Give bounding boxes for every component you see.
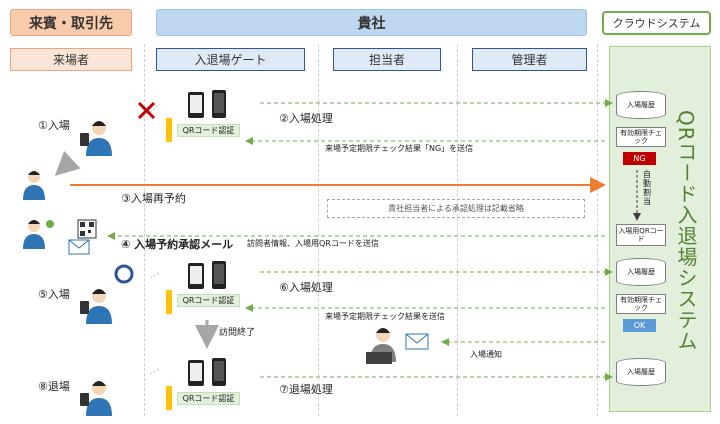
step-7-label: ⑦退場処理 xyxy=(279,383,333,396)
visit-end-label: 訪問終了 xyxy=(219,328,256,338)
ng-result-label: 来場予定期限チェック結果「NG」を送信 xyxy=(325,144,474,153)
qr-auth-label-1: QRコード認証 xyxy=(177,124,240,137)
visitor-2-icon xyxy=(23,171,45,200)
entry-history-db-2: 入場履歴 xyxy=(616,258,666,286)
ok-badge: OK xyxy=(623,319,656,332)
header-company: 貴社 xyxy=(156,9,587,36)
step-2-label: ②入場処理 xyxy=(279,112,333,125)
entry-qr-process: 入場用QRコード xyxy=(616,224,666,246)
step-4-label: ④ 入場予約承認メール xyxy=(121,238,234,251)
expiry-check-process-2: 有効期限チェック xyxy=(616,294,666,314)
entry-notice-label: 入場通知 xyxy=(470,350,502,359)
qr-auth-label-2: QRコード認証 xyxy=(177,294,240,307)
header-guest: 来賓・取引先 xyxy=(10,9,132,36)
visitor-5-icon xyxy=(80,381,112,416)
lane-divider xyxy=(144,44,145,416)
visitor-info-label: 訪問者情報、入場用QRコードを送信 xyxy=(247,239,379,248)
lane-divider xyxy=(457,44,458,416)
step-1-label: ①入場 xyxy=(38,119,70,132)
gate-3-icon xyxy=(149,358,226,410)
step-6-label: ⑥入場処理 xyxy=(279,281,333,294)
step-3-label: ③入場再予約 xyxy=(121,192,186,205)
lane-admin: 管理者 xyxy=(472,48,587,71)
mail-icon-2 xyxy=(405,333,429,350)
visitor-3-icon xyxy=(23,220,54,249)
step-8-label: ⑧退場 xyxy=(38,380,70,393)
expiry-check-process: 有効期限チェック xyxy=(616,127,666,147)
auto-alloc-label: 自動割当 xyxy=(643,170,651,206)
approval-skip-note: 貴社担当者による承認処理は記載省略 xyxy=(327,199,585,218)
qr-code-icon xyxy=(77,219,97,239)
accept-circle-icon xyxy=(114,264,134,284)
system-title: QRコード入退場システム xyxy=(674,110,698,352)
gate-1-icon xyxy=(149,90,226,142)
arrow-rejected xyxy=(54,150,81,177)
header-cloud: クラウドシステム xyxy=(602,11,711,35)
lane-divider xyxy=(597,44,598,416)
lane-visitor: 来場者 xyxy=(10,48,132,71)
qr-auth-label-3: QRコード認証 xyxy=(177,392,240,405)
lane-gate: 入退場ゲート xyxy=(156,48,305,71)
step-5-label: ⑤入場 xyxy=(38,288,70,301)
visitor-4-icon xyxy=(80,289,112,324)
lane-divider xyxy=(318,44,319,416)
visitor-1-icon xyxy=(80,121,112,156)
gate-2-icon xyxy=(149,261,226,314)
entry-history-db: 入場履歴 xyxy=(616,91,666,119)
lane-staff: 担当者 xyxy=(333,48,441,71)
exit-history-db: 入場履歴 xyxy=(616,358,666,386)
ng-badge: NG xyxy=(623,152,656,165)
check-result-label: 来場予定期限チェック結果を送信 xyxy=(325,312,445,321)
staff-pc-icon xyxy=(366,328,396,364)
mail-icon xyxy=(68,239,90,255)
